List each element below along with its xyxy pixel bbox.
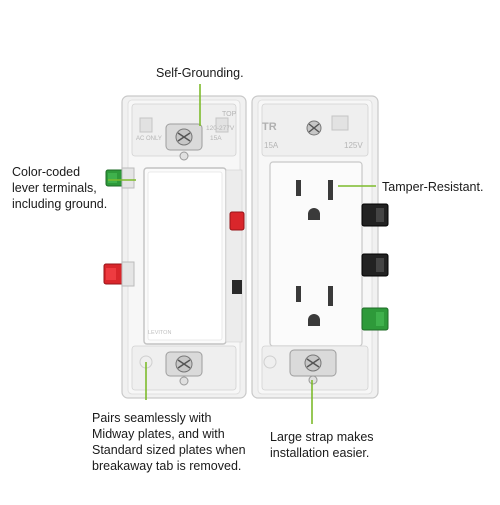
green-terminal-receptacle bbox=[361, 307, 389, 331]
callout-lines bbox=[108, 84, 376, 424]
large-strap-screw bbox=[289, 349, 337, 385]
self-grounding-callout: Self-Grounding. bbox=[156, 66, 244, 80]
lower-outlet bbox=[296, 286, 333, 326]
receptacle-volts-marking: 125V bbox=[344, 141, 363, 150]
switch-brand-marking: LEVITON bbox=[148, 330, 171, 336]
red-terminal-right bbox=[229, 211, 245, 231]
tamper-resistant-receptacle: TR 15A 125V bbox=[251, 95, 389, 399]
switch-amps-marking: 15A bbox=[210, 135, 222, 142]
tamper-resistant-callout: Tamper-Resistant. bbox=[382, 180, 484, 194]
upper-outlet bbox=[296, 180, 333, 220]
switch-top-marking: TOP bbox=[222, 111, 237, 118]
top-ground-screw bbox=[165, 123, 203, 161]
green-ground-terminal bbox=[105, 167, 135, 189]
black-terminal-right bbox=[232, 280, 242, 294]
large-strap-callout: Large strap makes installation easier. bbox=[270, 430, 374, 460]
receptacle-top-screw bbox=[306, 120, 322, 136]
pairs-seamlessly-callout: Pairs seamlessly with Midway plates, and… bbox=[92, 411, 246, 473]
switch-ac-only-marking: AC ONLY bbox=[136, 136, 162, 142]
red-terminal-left bbox=[103, 261, 135, 287]
bottom-strap-screw bbox=[165, 351, 203, 386]
receptacle-amps-marking: 15A bbox=[264, 141, 279, 150]
decora-switch: TOP 120-277V 15A AC ONLY LEVITON bbox=[103, 95, 247, 399]
switch-rating-marking: 120-277V bbox=[206, 125, 235, 132]
black-terminal-lower bbox=[361, 253, 389, 277]
black-terminal-upper bbox=[361, 203, 389, 227]
color-coded-callout: Color-coded lever terminals, including g… bbox=[12, 165, 108, 211]
tr-marking: TR bbox=[262, 121, 277, 133]
